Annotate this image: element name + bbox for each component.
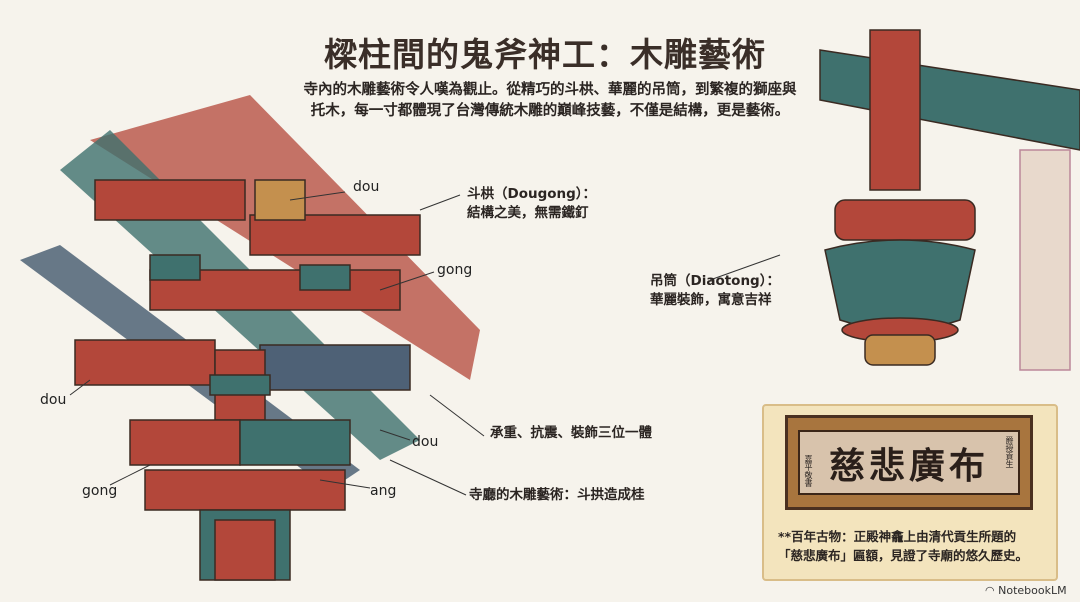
diaotong-callout-desc: 華麗裝飾，寓意吉祥 bbox=[650, 292, 772, 308]
dougong-callout-title: 斗栱（Dougong）： bbox=[467, 186, 597, 202]
dougong-callout: 斗栱（Dougong）： 結構之美，無需鐵釘 bbox=[467, 185, 596, 223]
caption-line-1: **百年古物：正殿神龕上由清代貢生所題的 bbox=[778, 529, 1017, 544]
brand-name: NotebookLM bbox=[998, 584, 1067, 597]
plaque-caption: **百年古物：正殿神龕上由清代貢生所題的 「慈悲廣布」匾額，見證了寺廟的悠久歷史… bbox=[778, 527, 1048, 565]
diaotong-callout-title: 吊筒（Diaotong）： bbox=[650, 273, 780, 289]
leader-lines bbox=[69, 191, 781, 496]
label-dou-left: dou bbox=[40, 392, 67, 408]
diaotong-callout: 吊筒（Diaotong）： 華麗裝飾，寓意吉祥 bbox=[650, 272, 780, 310]
label-ang: ang bbox=[370, 483, 397, 499]
caption-line-2: 「慈悲廣布」匾額，見證了寺廟的悠久歷史。 bbox=[778, 548, 1029, 563]
dougong-callout-desc: 結構之美，無需鐵釘 bbox=[467, 205, 589, 221]
notebooklm-logo-icon: ◠ bbox=[985, 584, 995, 597]
diaotong-illustration bbox=[819, 29, 1080, 371]
plaque-inscription: 慈悲廣布 bbox=[828, 444, 989, 487]
art-callout: 寺廳的木雕藝術：斗拱造成桂 bbox=[469, 487, 645, 503]
label-dou-lower: dou bbox=[412, 434, 439, 450]
label-dou-top: dou bbox=[353, 179, 380, 195]
plaque-side-left: 嘉平敬書 bbox=[804, 455, 813, 487]
bracket-set bbox=[74, 179, 421, 581]
label-gong-bottom: gong bbox=[82, 483, 118, 499]
plaque-side-right: 爵授貢生 bbox=[1004, 436, 1014, 468]
intro-text: 寺內的木雕藝術令人嘆為觀止。從精巧的斗栱、華麗的吊筒，到繁複的獅座與托木，每一寸… bbox=[303, 82, 797, 119]
plaque: 嘉平敬書 慈悲廣布 爵授貢生 bbox=[785, 415, 1033, 510]
brand-watermark: ◠ NotebookLM bbox=[985, 584, 1067, 597]
page-title: 樑柱間的鬼斧神工：木雕藝術 bbox=[324, 35, 766, 74]
label-gong-right: gong bbox=[437, 262, 473, 278]
function-callout: 承重、抗震、裝飾三位一體 bbox=[490, 425, 652, 441]
